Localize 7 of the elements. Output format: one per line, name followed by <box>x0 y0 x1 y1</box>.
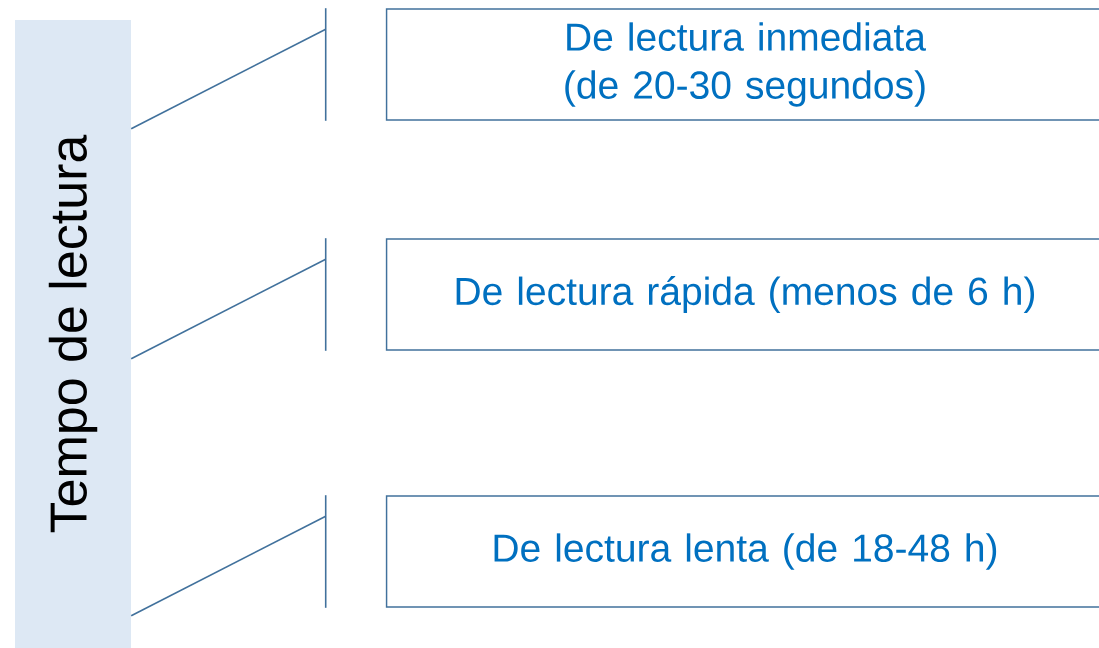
connector-line <box>130 515 327 617</box>
connector-line <box>130 28 327 130</box>
text-box: De lectura lenta (de 18-48 h) <box>385 495 1099 608</box>
category-band: Tempo de lectura <box>15 20 131 648</box>
text-box: De lectura rápida (menos de 6 h) <box>385 238 1099 351</box>
connector-line <box>130 258 327 360</box>
text-box: De lectura inmediata (de 20-30 segundos) <box>385 8 1099 121</box>
